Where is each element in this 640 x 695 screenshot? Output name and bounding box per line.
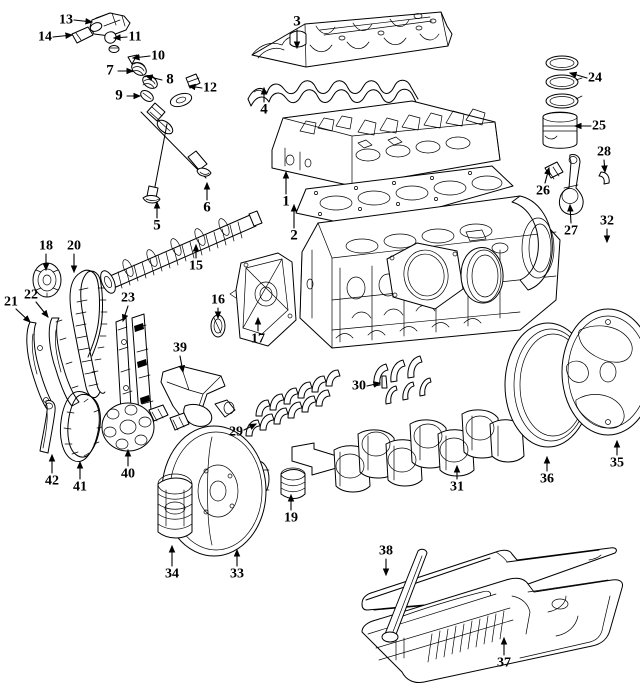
part-valve-5 [142, 123, 168, 204]
callout-number-32: 32 [600, 213, 614, 229]
callout-number-12: 12 [203, 80, 217, 96]
callout-number-11: 11 [128, 29, 142, 45]
callout-number-33: 33 [230, 566, 244, 582]
leader-line-39 [178, 355, 186, 374]
leader-line-21 [15, 308, 31, 323]
part-oil-pump-sprocket [101, 402, 155, 452]
callout-number-40: 40 [121, 466, 135, 482]
leader-line-13 [73, 17, 94, 25]
callout-number-13: 13 [59, 12, 73, 28]
callout-number-36: 36 [540, 471, 554, 487]
part-main-bearings [245, 355, 432, 437]
leader-line-10 [131, 53, 151, 61]
callout-number-4: 4 [260, 101, 268, 118]
callout-number-8: 8 [166, 71, 174, 88]
callout-number-26: 26 [536, 183, 550, 199]
leader-line-12 [187, 83, 203, 91]
part-oil-pump [148, 365, 236, 431]
leader-line-27 [567, 203, 574, 224]
callout-number-6: 6 [203, 199, 211, 216]
part-piston [542, 111, 578, 149]
leader-line-23 [121, 305, 129, 323]
callout-number-16: 16 [211, 292, 225, 308]
callout-number-28: 28 [597, 144, 611, 160]
callout-number-31: 31 [450, 479, 464, 495]
leader-line-30 [366, 381, 382, 388]
callout-number-34: 34 [165, 566, 179, 582]
part-guide-rail [48, 317, 80, 407]
part-valve-train-column [104, 31, 201, 135]
callout-number-29: 29 [229, 424, 243, 440]
part-crankshaft [291, 409, 525, 493]
callout-number-9: 9 [115, 87, 123, 104]
callout-number-5: 5 [153, 217, 161, 234]
callout-number-39: 39 [173, 340, 187, 356]
part-oil-pump-chain [59, 391, 103, 462]
callout-number-35: 35 [610, 455, 624, 471]
callout-number-22: 22 [24, 287, 38, 303]
callout-number-24: 24 [588, 70, 602, 86]
part-valve-6 [140, 111, 212, 179]
part-cylinder-head [271, 100, 501, 187]
part-flex-plate [561, 308, 640, 436]
callout-number-20: 20 [67, 238, 81, 254]
part-valve-cover [251, 11, 453, 68]
leader-line-29 [243, 423, 257, 431]
callout-number-2: 2 [290, 227, 298, 244]
callout-number-23: 23 [121, 290, 135, 306]
part-rod-bearing [598, 171, 610, 185]
part-chain-guide-set [115, 313, 154, 431]
callout-number-14: 14 [38, 29, 52, 45]
callout-number-37: 37 [497, 655, 511, 671]
leader-line-26 [544, 166, 551, 184]
callout-number-25: 25 [592, 118, 606, 134]
callout-number-19: 19 [284, 510, 298, 526]
callout-number-15: 15 [189, 258, 203, 274]
callout-number-3: 3 [293, 13, 301, 30]
part-crankshaft-pulley [157, 473, 193, 539]
part-oil-pump-chain-guide [39, 400, 56, 454]
part-dipstick [381, 548, 428, 643]
callout-number-41: 41 [73, 479, 87, 495]
callout-number-38: 38 [379, 543, 393, 559]
leader-line-28 [601, 159, 608, 174]
part-camshaft [100, 210, 263, 294]
callout-number-42: 42 [45, 473, 59, 489]
callout-number-27: 27 [564, 223, 578, 239]
leader-line-14 [52, 32, 74, 39]
part-rocker-arm-group [71, 12, 131, 44]
part-rear-main-seal [386, 242, 504, 310]
part-timing-cover [229, 252, 297, 347]
part-timing-chain [69, 269, 108, 399]
leader-line-22 [35, 301, 49, 318]
callout-number-18: 18 [39, 238, 53, 254]
callout-number-7: 7 [106, 62, 114, 79]
part-connecting-rod [558, 154, 584, 215]
leader-line-24 [568, 71, 588, 79]
callout-leaders [15, 17, 621, 656]
part-piston-pin [544, 161, 564, 180]
part-piston-rings [545, 55, 583, 109]
callout-number-17: 17 [251, 331, 265, 347]
leader-line-8 [144, 74, 163, 81]
leader-line-11 [112, 34, 128, 41]
callout-number-21: 21 [4, 294, 18, 310]
callout-number-30: 30 [352, 378, 366, 394]
part-camshaft-sprocket [32, 262, 62, 298]
callout-number-1: 1 [282, 193, 290, 210]
callout-number-10: 10 [151, 48, 165, 64]
